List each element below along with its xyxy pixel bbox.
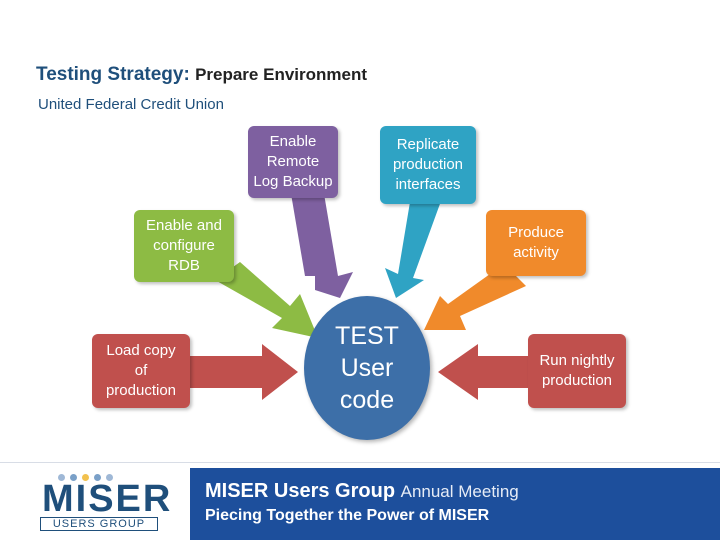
arrow-run-nightly: [438, 344, 528, 400]
footer-tagline: Piecing Together the Power of MISER: [205, 507, 490, 524]
diagram-arrows: [190, 182, 528, 400]
footer-title: MISER Users Group Annual Meeting: [205, 480, 519, 502]
footer-banner: [190, 468, 720, 540]
logo-dots: [58, 468, 118, 486]
arrow-produce-activity: [424, 264, 526, 330]
title-sub: Prepare Environment: [195, 65, 368, 84]
arrow-remote-log-backup: [289, 182, 353, 298]
miser-logo: MISER: [42, 478, 173, 520]
title-main: Testing Strategy:: [36, 64, 190, 85]
page-subtitle: United Federal Credit Union: [38, 96, 224, 113]
page-title: Testing Strategy: Prepare Environment: [36, 64, 367, 86]
arrow-replicate-interfaces: [385, 190, 445, 298]
arrow-load-copy: [190, 344, 298, 400]
arrow-rdb: [215, 262, 318, 338]
miser-logo-subtitle: USERS GROUP: [40, 517, 158, 531]
